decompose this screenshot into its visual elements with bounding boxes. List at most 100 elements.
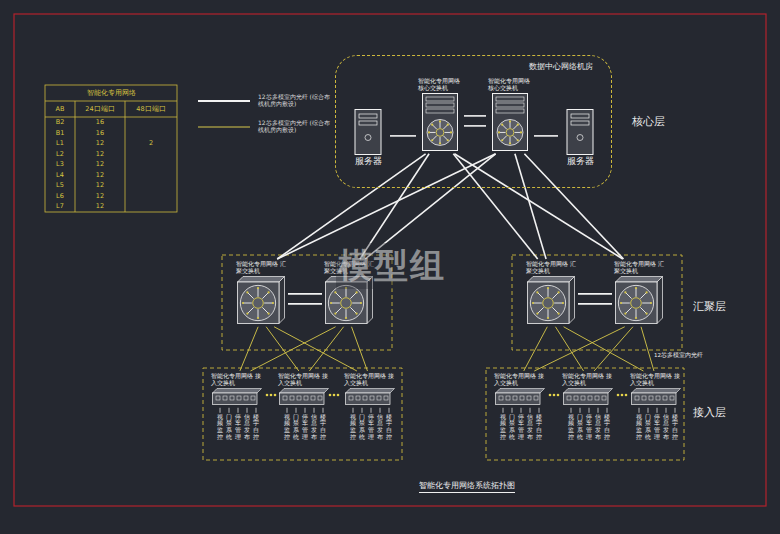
- server-case: [355, 110, 381, 155]
- switch-port: [363, 396, 367, 400]
- fiber-link-group: [534, 135, 558, 136]
- switch-ray: [554, 302, 563, 303]
- switch-top: [496, 388, 545, 393]
- switch-ray: [636, 309, 637, 318]
- switch-ray-tip: [272, 302, 274, 304]
- switch-port: [574, 396, 578, 400]
- switch-node: 智能化专用网络 接入交换机: [276, 371, 332, 408]
- server-label: 服务器: [348, 156, 388, 166]
- switch-ray: [642, 302, 651, 303]
- port-label: 视频监控: [500, 414, 506, 440]
- switch-top: [528, 276, 575, 282]
- port-label: 信息发布: [244, 414, 250, 440]
- access-icon: [212, 388, 262, 405]
- switch-port: [506, 396, 510, 400]
- core-icon: [492, 93, 528, 151]
- table-rule: [125, 101, 126, 212]
- switch-port: [230, 396, 234, 400]
- switch-slot: [496, 97, 524, 101]
- switch-slot: [426, 103, 454, 107]
- switch-port: [581, 396, 585, 400]
- switch-label: 智能化专用网络 接入交换机: [630, 373, 682, 387]
- switch-ray-tip: [439, 120, 441, 122]
- server-icon: [351, 109, 385, 155]
- server-label: 服务器: [560, 156, 600, 166]
- port-wire: [256, 408, 257, 413]
- fiber-link-pair: [464, 125, 486, 127]
- legend-line-white: [198, 100, 250, 102]
- switch-ray: [258, 309, 259, 318]
- fiber-link-pair: [288, 303, 322, 305]
- switch-ray: [625, 307, 631, 313]
- switch-port: [304, 396, 308, 400]
- dot: [617, 394, 620, 397]
- port-label: 信息发布: [595, 414, 601, 440]
- switch-front: [496, 393, 541, 405]
- switch-ray-tip: [246, 291, 248, 293]
- switch-ray-tip: [547, 287, 549, 289]
- port-label: 停车管理: [302, 414, 308, 440]
- switch-ray-tip: [431, 123, 433, 125]
- table-rule: [45, 101, 177, 102]
- fiber-link-group: [274, 327, 357, 371]
- switch-ray-tip: [268, 312, 270, 314]
- switch-port: [223, 396, 227, 400]
- switch-ray: [533, 302, 542, 303]
- switch-ray-tip: [431, 139, 433, 141]
- switch-ray-tip: [646, 312, 648, 314]
- port-label: 信息发布: [311, 414, 317, 440]
- switch-ray-tip: [257, 317, 259, 319]
- switch-label: 智能化专用网络 接入交换机: [278, 373, 330, 387]
- port-label: 停车管理: [368, 414, 374, 440]
- access-icon: [631, 388, 681, 405]
- dot: [274, 394, 277, 397]
- switch-label: 智能化专用网络 接入交换机: [211, 373, 263, 387]
- fiber-link-group: [464, 116, 486, 126]
- room-title: 数据中心网络机房: [529, 62, 593, 71]
- server-case: [567, 110, 593, 155]
- port-wire: [389, 408, 390, 413]
- switch-port: [567, 396, 571, 400]
- port-label: 视频监控: [568, 414, 574, 440]
- fiber-link: [250, 327, 335, 371]
- switch-ray-tip: [356, 291, 358, 293]
- switch-port: [635, 396, 639, 400]
- switch-top: [280, 388, 329, 393]
- legend-text: 12芯多模室内光纤 (综合布线机房内敷设): [258, 94, 330, 108]
- port-label: 停车管理: [586, 414, 592, 440]
- fiber-link: [515, 154, 546, 259]
- switch-port: [297, 396, 301, 400]
- port-wire: [220, 408, 221, 413]
- server-bay: [359, 121, 377, 125]
- table-grid: [45, 85, 177, 212]
- switch-ray: [262, 307, 268, 313]
- server-node: 服务器: [558, 106, 602, 168]
- dot: [621, 394, 624, 397]
- switch-port: [370, 396, 374, 400]
- fiber-link: [524, 154, 623, 259]
- switch-node: 智能化专用网络 汇聚交换机: [234, 259, 288, 327]
- group-frame: [512, 255, 682, 350]
- port-label: 停车管理: [518, 414, 524, 440]
- fiber-link-group: [352, 327, 368, 371]
- switch-label: 智能化专用网络 汇聚交换机: [526, 261, 576, 275]
- switch-front: [528, 282, 570, 324]
- switch-ray-tip: [439, 142, 441, 144]
- switch-label: 智能化专用网络 接入交换机: [494, 373, 546, 387]
- port-wire: [675, 408, 676, 413]
- switch-ray-tip: [650, 302, 652, 304]
- port-label: 视频监控: [284, 414, 290, 440]
- port-label: 楼宇自控: [320, 414, 326, 440]
- switch-node: 智能化专用网络 接入交换机: [209, 371, 265, 408]
- switch-front: [616, 282, 658, 324]
- switch-ray-tip: [345, 317, 347, 319]
- fiber-link-group: [250, 327, 335, 371]
- fiber-link: [274, 327, 357, 371]
- fiber-link-group: [524, 154, 623, 259]
- dot: [329, 394, 332, 397]
- dot: [549, 394, 552, 397]
- switch-ray-tip: [246, 312, 248, 314]
- layer-title: 接入层: [693, 405, 726, 420]
- port-label: 停车管理: [235, 414, 241, 440]
- switch-ray-tip: [447, 123, 449, 125]
